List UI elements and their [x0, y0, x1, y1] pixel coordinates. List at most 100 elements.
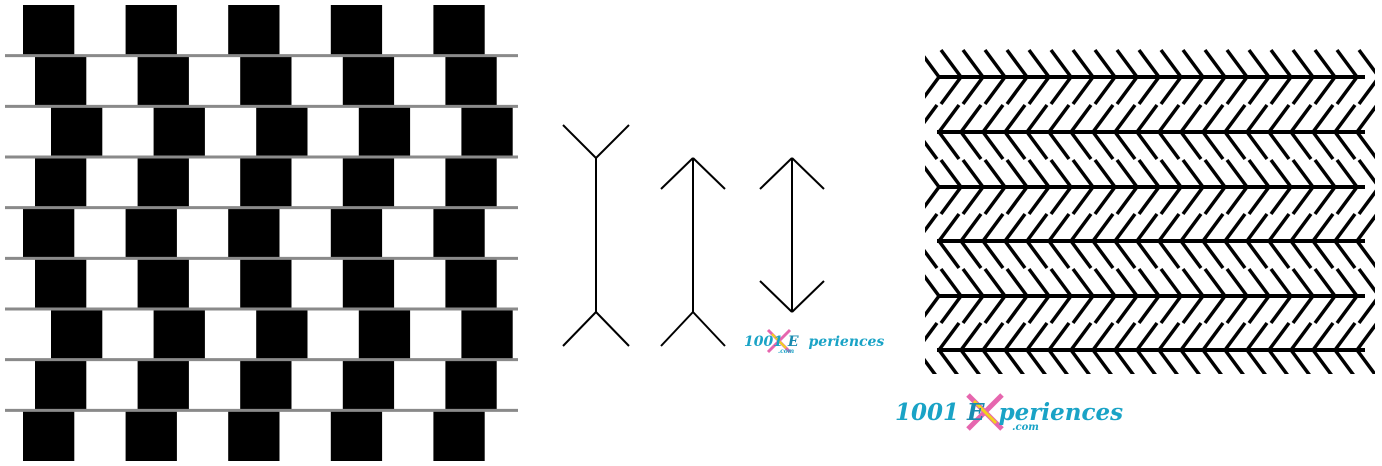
zollner-hatch-lower: [875, 187, 895, 214]
zollner-hatch-upper: [983, 158, 1007, 189]
zollner-hatch-lower: [925, 248, 939, 270]
zollner-hatch-lower: [1115, 294, 1139, 325]
cafe-wall-black-tile: [240, 258, 292, 309]
cafe-wall-black-tile: [125, 5, 177, 56]
zollner-hatch-upper: [1005, 48, 1029, 79]
zollner-hatch-upper: [1159, 48, 1183, 79]
zollner-hatch-lower: [1313, 75, 1337, 106]
cafe-wall-black-tile: [856, 258, 907, 309]
zollner-hatch-lower: [1135, 348, 1157, 374]
cafe-wall-black-tile: [651, 360, 702, 411]
zollner-hatch-lower: [1115, 185, 1139, 216]
zollner-hatch-upper: [1135, 321, 1159, 352]
cafe-wall-black-tile: [769, 106, 820, 157]
cafe-wall-black-tile: [844, 5, 895, 56]
zollner-hatch-lower: [1335, 75, 1359, 106]
zollner-hatch-upper: [1203, 267, 1227, 298]
zollner-hatch-lower: [1071, 294, 1095, 325]
zollner-hatch-upper: [959, 321, 983, 352]
zollner-hatch-upper: [1049, 48, 1073, 79]
cafe-wall-black-tile: [651, 56, 702, 107]
zollner-hatch-upper: [925, 55, 941, 79]
zollner-hatch-lower: [1093, 185, 1117, 216]
zollner-hatch-upper: [1069, 212, 1093, 243]
zollner-hatch-lower: [1179, 239, 1203, 270]
cafe-wall-black-tile: [639, 208, 690, 259]
zollner-hatch-lower: [1289, 239, 1313, 270]
zollner-hatch-upper: [1071, 48, 1095, 79]
zollner-hatch-lower: [983, 75, 1007, 106]
cafe-wall-black-tile: [548, 360, 599, 411]
cafe-wall-black-tile: [330, 5, 383, 56]
cafe-wall-black-tile: [536, 410, 587, 461]
zollner-hatch-lower: [1223, 348, 1245, 374]
cafe-wall-black-tile: [228, 207, 280, 259]
zollner-hatch-upper: [897, 50, 917, 77]
cafe-wall-black-tile: [639, 410, 690, 461]
zollner-hatch-lower: [1311, 239, 1335, 270]
zollner-hatch-lower: [1049, 185, 1073, 216]
zollner-hatch-lower: [1137, 294, 1161, 325]
zollner-hatch-lower: [897, 77, 917, 104]
zollner-hatch-upper: [1157, 321, 1181, 352]
cafe-wall-black-tile: [564, 106, 615, 157]
cafe-wall-black-tile: [342, 55, 395, 107]
cafe-wall-black-tile: [330, 207, 383, 259]
zollner-hatch-lower: [1247, 294, 1271, 325]
zollner-hatch-upper: [1333, 103, 1357, 134]
zollner-hatch-lower: [875, 77, 895, 104]
zollner-hatch-lower: [1181, 185, 1205, 216]
zollner-hatch-upper: [1113, 212, 1137, 243]
cafe-wall-black-tile: [445, 55, 497, 107]
cafe-wall-black-tile: [23, 410, 75, 461]
zollner-hatch-lower: [895, 350, 915, 377]
zollner-hatch-upper: [1223, 212, 1247, 243]
zollner-hatch-lower: [1027, 185, 1051, 216]
zollner-hatch-lower: [981, 348, 1003, 374]
zollner-hatch-lower: [1113, 348, 1135, 374]
zollner-hatch-lower: [1003, 348, 1025, 374]
cafe-wall-black-tile: [844, 410, 895, 461]
zollner-hatch-upper: [1247, 267, 1271, 298]
cafe-wall-black-tile: [445, 258, 497, 309]
zollner-hatch-lower: [1027, 75, 1051, 106]
zollner-hatch-upper: [1005, 158, 1029, 189]
zollner-hatch-lower: [1025, 348, 1047, 374]
zollner-hatch-lower: [983, 185, 1007, 216]
cafe-wall-black-tile: [125, 207, 177, 259]
cafe-wall-black-tile: [23, 207, 75, 259]
zollner-hatch-upper: [1269, 48, 1293, 79]
zollner-hatch-upper: [925, 165, 941, 189]
zollner-hatch-lower: [1113, 239, 1137, 270]
zollner-hatch-upper: [981, 212, 1005, 243]
cafe-wall-black-tile: [741, 5, 792, 56]
zollner-hatch-upper: [1047, 103, 1071, 134]
cafe-wall-black-tile: [256, 309, 308, 360]
zollner-hatch-lower: [925, 357, 937, 374]
zollner-hatch-upper: [961, 158, 985, 189]
zollner-hatch-lower: [939, 185, 963, 216]
zollner-hatch-upper: [897, 269, 917, 296]
zollner-hatch-lower: [925, 75, 941, 99]
zollner-hatch-upper: [1223, 321, 1247, 352]
zollner-hatch-upper: [1049, 158, 1073, 189]
zollner-hatch-lower: [1201, 130, 1225, 161]
zollner-hatch-lower: [1005, 294, 1029, 325]
zollner-hatch-upper: [1179, 321, 1203, 352]
zollner-hatch-lower: [1269, 185, 1293, 216]
cafe-wall-black-tile: [51, 309, 103, 360]
zollner-hatch-upper: [961, 267, 985, 298]
zollner-hatch-upper: [1245, 212, 1269, 243]
zollner-hatch-upper: [939, 158, 963, 189]
zollner-hatch-lower: [1245, 348, 1267, 374]
zollner-hatch-lower: [1047, 348, 1069, 374]
zollner-hatch-lower: [1335, 185, 1359, 216]
zollner-hatch-lower: [983, 294, 1007, 325]
zollner-hatch-upper: [1069, 103, 1093, 134]
zollner-hatch-lower: [925, 185, 941, 209]
zollner-hatch-upper: [1247, 158, 1271, 189]
zollner-hatch-upper: [1311, 321, 1335, 352]
zollner-hatch-upper: [1225, 267, 1249, 298]
zollner-hatch-upper: [1181, 158, 1205, 189]
